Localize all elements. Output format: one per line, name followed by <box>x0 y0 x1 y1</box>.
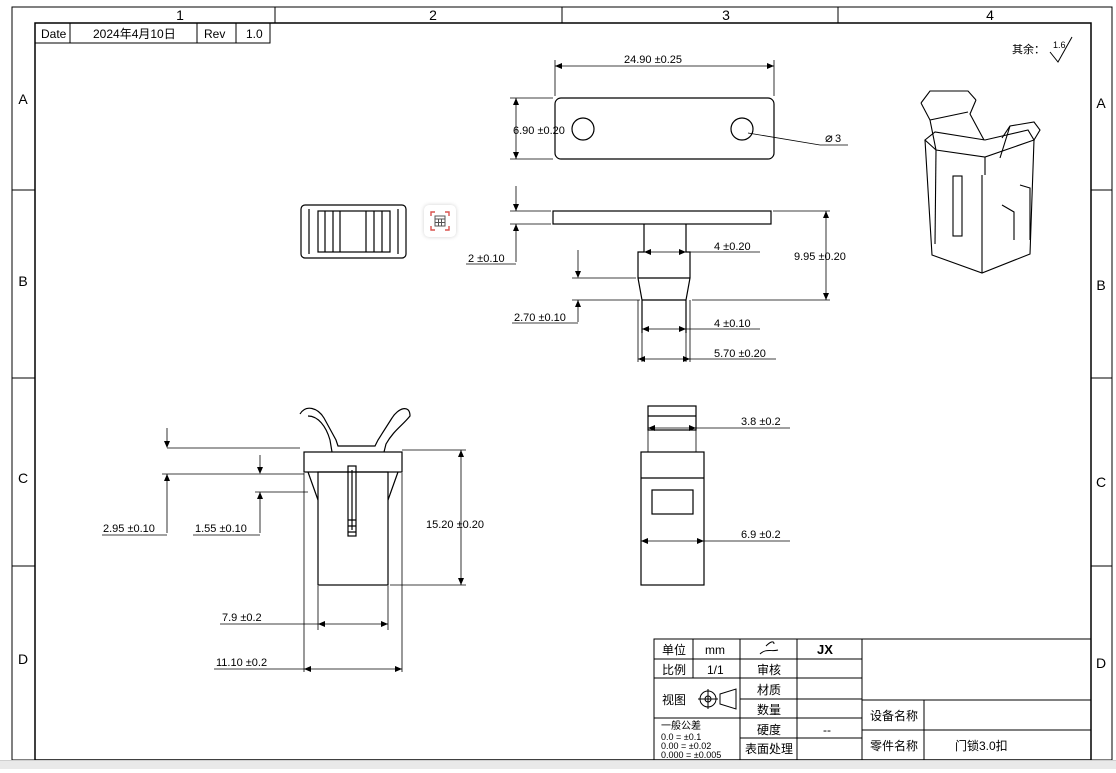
table-recognize-icon[interactable] <box>424 205 456 237</box>
scale-label: 比例 <box>662 663 686 677</box>
isometric-view <box>920 90 1041 274</box>
zone-col-4: 4 <box>986 7 994 23</box>
material-label: 材质 <box>757 683 781 697</box>
designer-value: JX <box>817 642 833 657</box>
view-label: 视图 <box>662 692 686 707</box>
dim-neck-height: 2.70 ±0.10 <box>514 312 566 324</box>
dim-side-width: 6.9 ±0.2 <box>741 529 781 541</box>
unit-label: 单位 <box>662 642 686 657</box>
dim-outer-width: 11.10 ±0.2 <box>216 657 267 669</box>
projection-symbol-icon <box>698 688 737 710</box>
rev-label: Rev <box>204 27 225 41</box>
surface-treatment-label: 表面处理 <box>745 742 793 756</box>
zone-row-a-right: A <box>1096 95 1106 111</box>
outer-frame <box>11 6 1113 761</box>
part-name-label: 零件名称 <box>870 738 918 753</box>
zone-row-a-left: A <box>18 91 28 107</box>
dim-front-height: 15.20 ±0.20 <box>426 519 484 531</box>
surface-finish-symbol: 其余： 1.6 <box>1012 36 1073 63</box>
zone-row-b-left: B <box>18 273 27 289</box>
tolerance-1: 0.0 = ±0.1 <box>661 732 701 742</box>
side-view-clip <box>640 405 705 586</box>
dim-top-length: 24.90 ±0.25 <box>624 54 682 66</box>
signature-mark-icon <box>759 641 779 655</box>
scale-value: 1/1 <box>707 663 724 677</box>
dim-hole-dia: 3 <box>835 133 841 145</box>
top-view-plate <box>554 97 775 160</box>
zone-col-1: 1 <box>176 7 184 23</box>
equipment-name-label: 设备名称 <box>870 708 918 723</box>
table-recognize-glyph <box>430 211 450 231</box>
dim-plate-thick: 2 ±0.10 <box>468 253 505 265</box>
front-section-view <box>552 210 772 333</box>
dim-left-offset1: 2.95 ±0.10 <box>103 523 155 535</box>
dim-foot-width: 5.70 ±0.20 <box>714 348 766 360</box>
date-label: Date <box>41 27 67 41</box>
dim-inner-width: 7.9 ±0.2 <box>222 612 262 624</box>
zone-row-d-left: D <box>18 651 28 667</box>
zone-row-b-right: B <box>1096 277 1105 293</box>
hardness-label: 硬度 <box>757 722 781 737</box>
tolerance-title: 一般公差 <box>661 719 701 732</box>
hardness-value: -- <box>823 723 831 737</box>
dim-total-height: 9.95 ±0.20 <box>794 251 846 263</box>
dim-top-width: 6.90 ±0.20 <box>513 125 565 137</box>
surface-finish-value: 1.6 <box>1053 40 1066 50</box>
dim-left-offset2: 1.55 ±0.10 <box>195 523 247 535</box>
rev-value: 1.0 <box>246 27 263 41</box>
unit-value: mm <box>705 643 725 657</box>
surface-finish-label: 其余： <box>1012 42 1045 56</box>
zone-labels: 1 2 3 4 A B C D A B C D <box>18 7 1106 671</box>
header-table <box>34 22 271 44</box>
zone-row-d-right: D <box>1096 655 1106 671</box>
review-label: 审核 <box>757 662 781 677</box>
front-view-clip <box>299 407 411 586</box>
viewer-bottom-bar <box>0 760 1116 769</box>
dim-neck-width: 4 ±0.10 <box>714 318 751 330</box>
quantity-label: 数量 <box>757 702 781 717</box>
zone-col-2: 2 <box>429 7 437 23</box>
bottom-view <box>300 204 407 259</box>
part-name-value: 门锁3.0扣 <box>955 738 1008 753</box>
date-value: 2024年4月10日 <box>93 27 176 41</box>
dim-hole-dia-symbol: ⌀ <box>825 130 833 145</box>
tolerance-2: 0.00 = ±0.02 <box>661 741 711 751</box>
dim-stem-width: 4 ±0.20 <box>714 241 751 253</box>
tolerance-3: 0.000 = ±0.005 <box>661 750 721 760</box>
zone-row-c-left: C <box>18 470 28 486</box>
zone-row-c-right: C <box>1096 474 1106 490</box>
dim-side-thick: 3.8 ±0.2 <box>741 416 781 428</box>
zone-col-3: 3 <box>722 7 730 23</box>
